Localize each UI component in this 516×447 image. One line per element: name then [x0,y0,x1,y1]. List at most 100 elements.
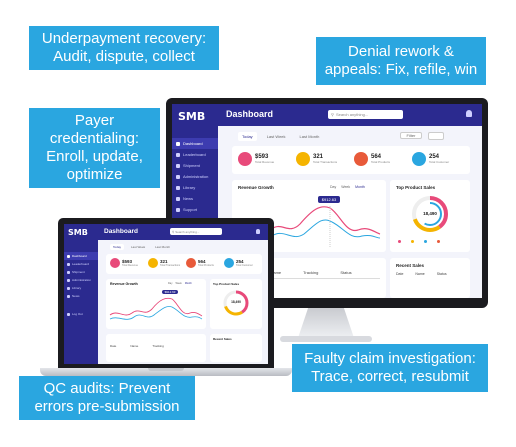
laptop-logo: SMB [68,228,88,237]
products-icon [186,258,196,268]
monitor-topbar: Dashboard ⚲Search anything... [218,104,482,126]
recent-col-date: Date [396,272,404,276]
laptop: SMB Dashboard Leaderboard Shipment Admin… [58,218,274,368]
nav-item-dashboard[interactable]: Dashboard [172,138,218,149]
nav-item-news[interactable]: News [172,193,218,204]
library-icon [67,286,70,290]
legend-dot-red [437,240,440,243]
nav-item-support[interactable]: Support [172,204,218,215]
laptop-revenue-tooltip: $912.63 [162,290,178,294]
laptop-nav-administration[interactable]: Administration [64,276,98,284]
monitor: SMB Dashboard Leaderboard Shipment Admin… [166,98,488,308]
shipment-icon [176,163,180,168]
leaderboard-icon [176,152,180,157]
customer-icon [412,152,426,166]
donut-value: 18,490 [423,211,437,216]
shipment-icon [67,270,70,274]
dashboard-icon [67,254,70,258]
laptop-recent-sales-card: Recent Sales [210,334,262,362]
nav-item-library[interactable]: Library [172,182,218,193]
nav-item-leaderboard[interactable]: Leaderboard [172,149,218,160]
col-name: Name [270,270,282,275]
laptop-nav-logout[interactable]: Log Out [64,310,98,318]
period-day[interactable]: Day [330,185,337,189]
customer-icon [224,258,234,268]
search-icon: ⚲ [331,112,334,117]
period-switch: Day Week Month [330,185,365,189]
tab-last-week[interactable]: Last Week [266,134,286,139]
transactions-icon [148,258,158,268]
administration-icon [67,278,70,282]
laptop-tab-today[interactable]: Today [110,244,125,250]
laptop-top-products-donut [223,290,249,316]
search-icon: ⚲ [172,229,175,234]
laptop-line-pink [109,297,203,317]
monitor-base [280,336,372,342]
laptop-col-tracking: Tracking [152,344,164,348]
nav-item-shipment[interactable]: Shipment [172,160,218,171]
laptop-page-title: Dashboard [104,228,138,235]
monitor-neck [298,308,354,338]
laptop-nav-library[interactable]: Library [64,284,98,292]
laptop-period-month[interactable]: Month [184,282,192,285]
laptop-tab-last-week[interactable]: Last Week [131,245,146,249]
laptop-base-notch [148,368,184,371]
laptop-sales-table-header: Date Name Tracking [110,344,164,348]
settings-button[interactable] [428,132,444,140]
laptop-period-day[interactable]: Day [168,282,173,285]
laptop-col-date: Date [110,344,117,348]
app-logo: SMB [178,110,206,123]
recent-sales-header: Date Name Status [396,272,447,276]
revenue-icon [238,152,252,166]
transactions-icon [296,152,310,166]
laptop-top-products-title: Top Product Sales [213,282,240,286]
laptop-revenue-card: Revenue Growth Day Week Month $912.63 [106,279,206,329]
page-title: Dashboard [226,109,274,119]
revenue-icon [110,258,120,268]
monitor-nav: Dashboard Leaderboard Shipment Administr… [172,138,218,215]
top-products-card: Top Product Sales 18,490 [390,180,470,252]
tab-last-month[interactable]: Last Month [299,134,320,139]
laptop-tabs: Today Last Week Last Month [110,244,173,250]
laptop-nav-leaderboard[interactable]: Leaderboard [64,260,98,268]
laptop-bell-icon[interactable] [256,229,260,234]
period-month[interactable]: Month [355,185,365,189]
laptop-nav-news[interactable]: News [64,292,98,300]
products-icon [354,152,368,166]
period-week[interactable]: Week [341,185,351,189]
laptop-period-week[interactable]: Week [175,282,182,285]
table-divider [238,278,380,279]
nav-item-administration[interactable]: Administration [172,171,218,182]
bell-icon[interactable] [466,110,472,117]
laptop-col-name: Name [130,344,139,348]
laptop-search-input[interactable]: ⚲Search anything... [170,228,222,235]
administration-icon [176,174,180,179]
laptop-nav: Dashboard Leaderboard Shipment Administr… [64,252,98,318]
tab-today[interactable]: Today [238,132,257,141]
recent-sales-card: Recent Sales Date Name Status [390,258,470,298]
support-icon [176,207,180,212]
top-products-title: Top Product Sales [396,185,436,190]
recent-col-name: Name [415,272,425,276]
laptop-topbar: Dashboard ⚲Search anything... [98,224,268,240]
callout-denial: Denial rework &appeals: Fix, refile, win [316,37,486,85]
laptop-nav-shipment[interactable]: Shipment [64,268,98,276]
revenue-title: Revenue Growth [238,185,274,190]
legend-dot-pink [398,240,401,243]
laptop-top-products-card: Top Product Sales 18,490 [210,279,262,329]
laptop-tab-last-month[interactable]: Last Month [155,245,170,249]
donut-legend [398,240,440,243]
laptop-base [40,368,292,376]
filter-button[interactable]: Filter [400,132,422,139]
laptop-nav-dashboard[interactable]: Dashboard [64,252,98,260]
search-input[interactable]: ⚲Search anything... [328,110,403,119]
